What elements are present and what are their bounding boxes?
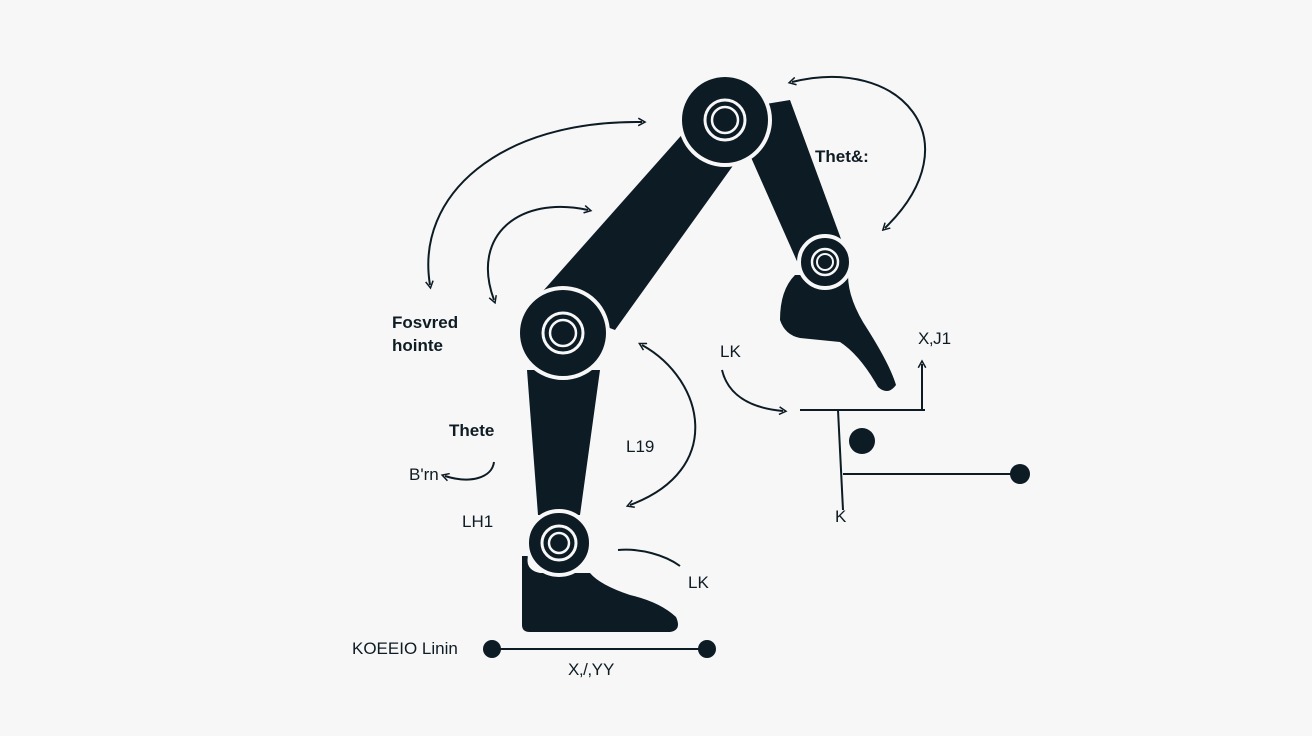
frame-point [849, 428, 875, 454]
lh1-label: LH1 [462, 512, 494, 531]
forward-line2: hointe [392, 335, 443, 355]
raised-foot [780, 275, 896, 392]
ground-right-point [698, 640, 716, 658]
knee-right-joint [797, 234, 853, 290]
inner-left-arc-arrow [487, 207, 588, 300]
lk-bottom-curve [617, 548, 681, 567]
theta-top-label: Thet&: [815, 147, 869, 166]
k-axis-label: K [835, 507, 847, 526]
xj1-label: X‚J1 [918, 329, 952, 348]
xyy-label: X‚/‚YY [568, 660, 615, 679]
kceio-label: KOEEIO Linin [352, 639, 458, 658]
big-left-arc-arrow [428, 122, 642, 285]
ground-line [483, 640, 716, 658]
shin-link [527, 370, 600, 515]
rotation-arrows [428, 76, 927, 567]
l19-label: L19 [626, 437, 655, 456]
lk-bottom-label: LK [688, 573, 709, 592]
top-joint [678, 73, 772, 167]
ankle-joint [525, 509, 593, 577]
forward-hointe-label: Fosvred hointe [392, 312, 458, 358]
top-right-arc-arrow [792, 76, 927, 228]
hip-joint [516, 286, 610, 380]
ground-left-point [483, 640, 501, 658]
lk-right-label: LK [720, 342, 741, 361]
brn-label: B'rn [409, 465, 439, 484]
small-left-arrow [445, 461, 495, 480]
theta-left-label: Thete [449, 421, 495, 440]
lk-arc-arrow [721, 369, 783, 411]
mid-arc-arrow [630, 345, 697, 505]
forward-line1: Fosvred [392, 313, 459, 332]
frame-end-point [1010, 464, 1030, 484]
coordinate-frame [800, 364, 1030, 511]
